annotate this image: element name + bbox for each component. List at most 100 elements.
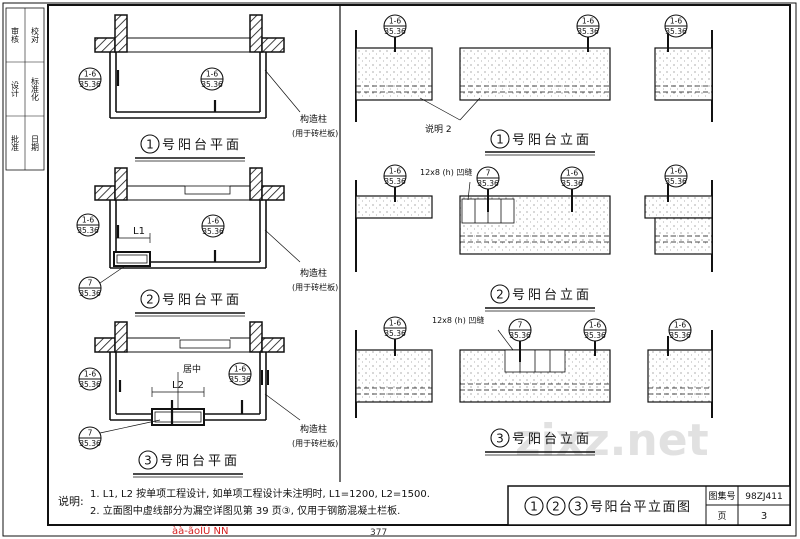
svg-text:7: 7: [486, 169, 491, 178]
svg-text:1-6: 1-6: [84, 70, 96, 79]
page-value: 3: [761, 511, 767, 522]
svg-text:35.36: 35.36: [669, 331, 691, 340]
svg-text:1-6: 1-6: [82, 216, 94, 225]
atlas-label: 图集号: [708, 490, 735, 502]
footer-garbled-text: àà-ãoÌÚ NN: [172, 526, 229, 537]
frame-inner: [47, 4, 791, 526]
atlas-value: 98ZJ411: [745, 492, 782, 502]
post-label-3: 构造柱: [300, 423, 327, 435]
svg-text:35.36: 35.36: [202, 227, 224, 236]
svg-text:1-6: 1-6: [389, 319, 401, 328]
svg-text:3: 3: [496, 432, 504, 446]
svg-text:1-6: 1-6: [566, 169, 578, 178]
svg-text:35.36: 35.36: [577, 27, 599, 36]
post-label-2: 构造柱: [300, 267, 327, 279]
svg-text:7: 7: [88, 279, 93, 288]
side-text-1: 审核: [11, 26, 20, 44]
watermark: zixz.net: [515, 415, 709, 466]
svg-text:35.36: 35.36: [79, 289, 101, 298]
ref-elev2-a: 1-6 35.36: [383, 164, 407, 188]
side-block: 审核 校对 设计 标准化 批准 日期: [5, 7, 45, 171]
svg-text:7: 7: [518, 321, 523, 330]
plan-1: [94, 14, 301, 119]
svg-text:2: 2: [146, 293, 154, 307]
ref-elev3-a: 1-6 35.36: [383, 316, 407, 340]
ref-plan3-a: 1-6 35.36: [78, 367, 102, 391]
svg-text:35.36: 35.36: [584, 331, 606, 340]
svg-text:35.36: 35.36: [79, 380, 101, 389]
ref-plan2-b: 1-6 35.36: [201, 214, 225, 238]
svg-text:1-6: 1-6: [84, 370, 96, 379]
svg-text:35.36: 35.36: [665, 27, 687, 36]
svg-text:1-6: 1-6: [389, 167, 401, 176]
note-line-1: 1. L1, L2 按单项工程设计, 如单项工程设计未注明时, L1=1200,…: [90, 487, 430, 500]
caption-elev-2: 2 号阳台立面: [485, 284, 595, 312]
svg-text:1-6: 1-6: [582, 17, 594, 26]
groove-tag-3: 12x8 (h) 凹缝: [432, 315, 484, 325]
side-text-3: 设计: [11, 80, 20, 98]
svg-text:1-6: 1-6: [589, 321, 601, 330]
caption-elev-1: 1 号阳台立面: [485, 129, 595, 156]
elevation-2: [355, 180, 713, 272]
svg-text:2: 2: [496, 288, 504, 302]
svg-text:35.36: 35.36: [665, 177, 687, 186]
svg-text:号阳台平面: 号阳台平面: [162, 293, 242, 308]
side-text-2: 校对: [31, 26, 40, 43]
svg-text:3: 3: [144, 454, 152, 468]
svg-text:号阳台平面: 号阳台平面: [162, 138, 242, 153]
side-text-5: 批准: [11, 134, 20, 152]
page-label: 页: [717, 511, 726, 522]
svg-text:35.36: 35.36: [79, 80, 101, 89]
notes-label: 说明:: [58, 494, 84, 508]
svg-text:号阳台平面: 号阳台平面: [160, 454, 240, 469]
svg-text:1: 1: [496, 133, 504, 147]
caption-plan-3: 3 号阳台平面: [133, 450, 243, 478]
side-text-6: 日期: [31, 135, 40, 152]
svg-text:7: 7: [88, 429, 93, 438]
ref-plan2-seven: 7 35.36: [78, 276, 102, 300]
ref-elev1-a: 1-6 35.36: [383, 14, 407, 38]
ref-elev2-b: 1-6 35.36: [560, 166, 584, 190]
elevation-1: [355, 30, 713, 122]
title-block: [507, 485, 791, 526]
svg-text:1-6: 1-6: [670, 17, 682, 26]
ref-plan2-a: 1-6 35.36: [76, 213, 100, 237]
ref-plan3-b: 1-6 35.36: [228, 362, 252, 386]
dim-L1: L1: [133, 226, 145, 237]
post-label-2b: (用于砖栏板): [292, 282, 338, 292]
svg-text:35.36: 35.36: [384, 27, 406, 36]
svg-text:35.36: 35.36: [229, 375, 251, 384]
svg-text:35.36: 35.36: [561, 179, 583, 188]
title-num-2: 2: [552, 500, 560, 514]
ref-elev1-c: 1-6 35.36: [664, 14, 688, 38]
dim-center: 居中: [183, 363, 201, 375]
groove-tag-2: 12x8 (h) 凹缝: [420, 167, 472, 177]
side-text-4: 标准化: [31, 76, 40, 102]
ref-elev2-c: 1-6 35.36: [664, 164, 688, 188]
footer-page-number: 377: [370, 528, 388, 538]
caption-elev-3: 3 号阳台立面: [485, 428, 595, 456]
svg-text:1-6: 1-6: [207, 217, 219, 226]
svg-text:35.36: 35.36: [509, 331, 531, 340]
note-line-2: 2. 立面图中虚线部分为漏空详图见第 39 页③, 仅用于钢筋混凝土栏板.: [90, 504, 400, 517]
svg-text:35.36: 35.36: [77, 226, 99, 235]
svg-text:35.36: 35.36: [384, 177, 406, 186]
ref-elev2-seven: 7 35.36: [476, 166, 500, 190]
caption-plan-2: 2 号阳台平面: [135, 289, 245, 317]
ref-elev3-b: 1-6 35.36: [583, 318, 607, 342]
svg-text:号阳台立面: 号阳台立面: [512, 133, 592, 148]
ref-elev1-b: 1-6 35.36: [576, 14, 600, 38]
post-label-1b: (用于砖栏板): [292, 128, 338, 138]
title-num-3: 3: [574, 500, 582, 514]
ref-plan1-b: 1-6 35.36: [200, 67, 224, 91]
dim-L2: L2: [172, 380, 184, 391]
caption-plan-1: 1 号阳台平面: [135, 134, 245, 162]
svg-text:35.36: 35.36: [201, 80, 223, 89]
plan-3: [94, 321, 301, 434]
svg-text:35.36: 35.36: [477, 179, 499, 188]
ref-plan3-seven: 7 35.36: [78, 426, 102, 450]
svg-text:35.36: 35.36: [79, 439, 101, 448]
svg-text:35.36: 35.36: [384, 329, 406, 338]
